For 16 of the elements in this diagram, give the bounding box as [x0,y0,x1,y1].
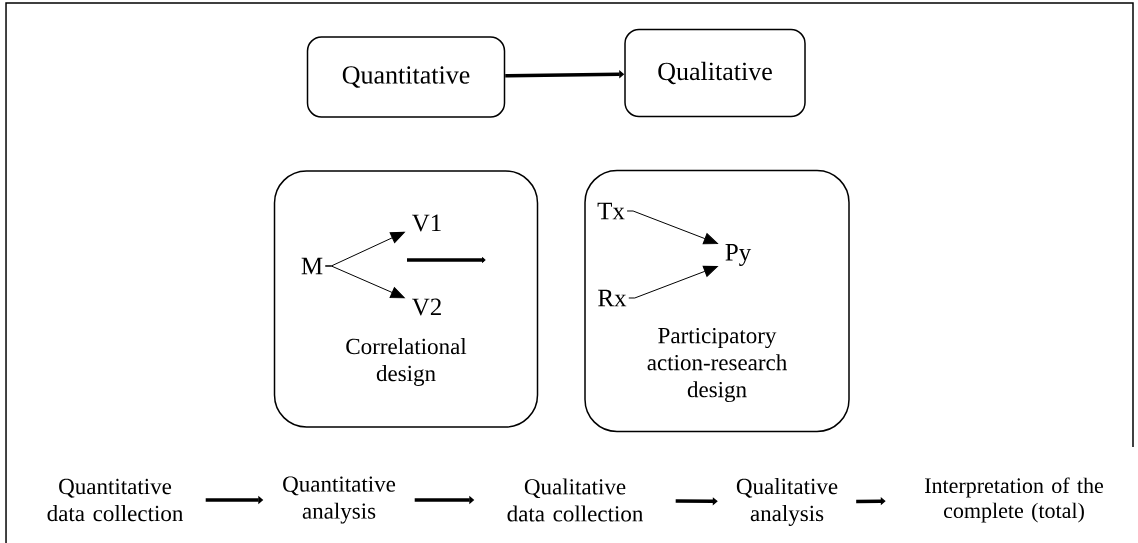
step-label: Qualitative analysis [736,478,838,526]
variable-label: V1 [412,214,441,232]
variable-label: Tx [597,202,625,220]
step-label: Qualitative data collection [507,478,643,522]
step-label: Quantitative data collection [47,478,183,522]
variable-label: Rx [598,289,627,307]
arrow [626,210,718,245]
text-box: Quantitative [306,36,506,118]
step-label: Interpretation of the complete (total) [925,477,1104,523]
variable-label: V2 [412,298,441,316]
arrow [628,265,718,299]
step-label: Quantitative analysis [283,476,396,524]
variable-label: M [301,257,323,275]
variable-label: Py [725,244,752,266]
text-box: Qualitative [624,28,806,118]
arrow [324,265,405,299]
